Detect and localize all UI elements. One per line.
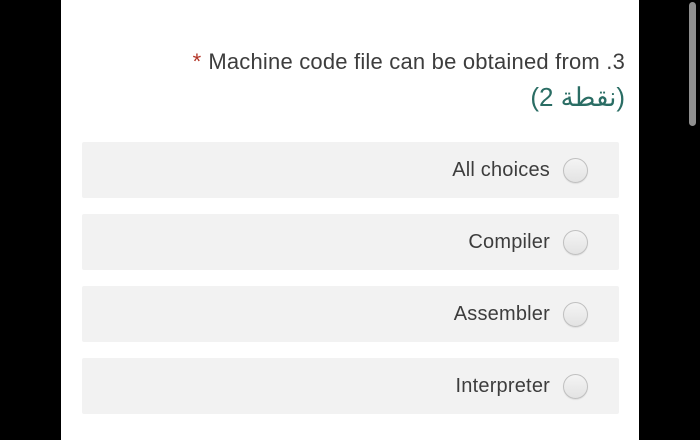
question-title: *Machine code file can be obtained from … — [91, 46, 625, 78]
option-label: Interpreter — [455, 374, 550, 397]
question-block: *Machine code file can be obtained from … — [91, 46, 625, 112]
option-label: Compiler — [468, 230, 550, 253]
radio-button[interactable] — [563, 373, 588, 399]
scrollbar-thumb[interactable] — [689, 2, 696, 126]
radio-button[interactable] — [563, 301, 588, 327]
option-label: Assembler — [453, 302, 550, 325]
points-label: (2 نقطة) — [530, 82, 625, 112]
option-row-interpreter[interactable]: Interpreter — [82, 358, 619, 414]
question-text: Machine code file can be obtained from .… — [208, 49, 625, 74]
radio-button[interactable] — [563, 229, 588, 255]
radio-button[interactable] — [563, 157, 588, 183]
options-list: All choices Compiler Assembler Interpret… — [61, 142, 639, 414]
option-row-compiler[interactable]: Compiler — [82, 214, 619, 270]
required-asterisk: * — [192, 49, 202, 74]
form-content: *Machine code file can be obtained from … — [61, 0, 639, 440]
letterbox-left — [0, 0, 61, 440]
option-row-assembler[interactable]: Assembler — [82, 286, 619, 342]
option-label: All choices — [452, 158, 550, 181]
option-row-all-choices[interactable]: All choices — [82, 142, 619, 198]
